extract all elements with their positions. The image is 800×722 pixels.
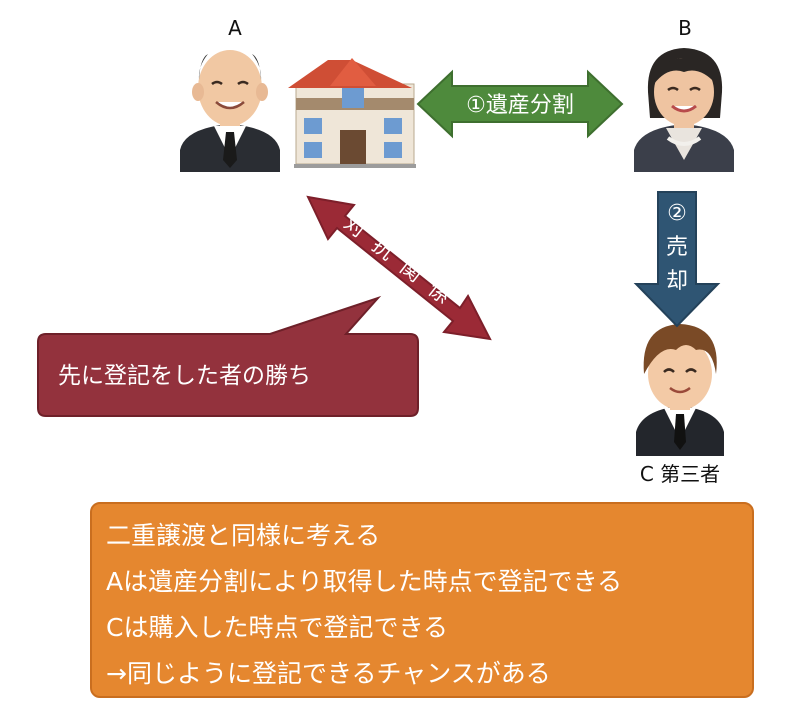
sale-arrow-char: ②: [667, 201, 687, 226]
person-a-label: A: [228, 16, 242, 40]
callout-text: 先に登記をした者の勝ち: [58, 363, 311, 389]
sale-arrow: ② 売 却: [633, 191, 721, 328]
house-icon: [288, 58, 416, 168]
note-line: Aは遺産分割により取得した時点で登記できる: [106, 567, 623, 596]
person-c-icon: [636, 324, 724, 456]
note-box: 二重譲渡と同様に考える Aは遺産分割により取得した時点で登記できる Cは購入した…: [90, 502, 754, 698]
person-b-icon: [634, 48, 734, 172]
sale-arrow-char: 売: [666, 235, 688, 260]
person-a-icon: [180, 50, 280, 172]
inheritance-arrow-label: ①遺産分割: [466, 93, 574, 118]
person-c-label: C 第三者: [639, 462, 721, 486]
note-line: →同じように登記できるチャンスがある: [106, 659, 551, 688]
person-b-label: B: [678, 16, 692, 40]
conflict-arrow: 対 抗 関 係: [306, 195, 492, 341]
sale-arrow-char: 却: [666, 269, 688, 294]
callout-bubble: [37, 295, 419, 417]
note-line: Cは購入した時点で登記できる: [106, 613, 448, 642]
note-line: 二重譲渡と同様に考える: [106, 521, 381, 550]
inheritance-arrow: ①遺産分割: [416, 69, 624, 139]
